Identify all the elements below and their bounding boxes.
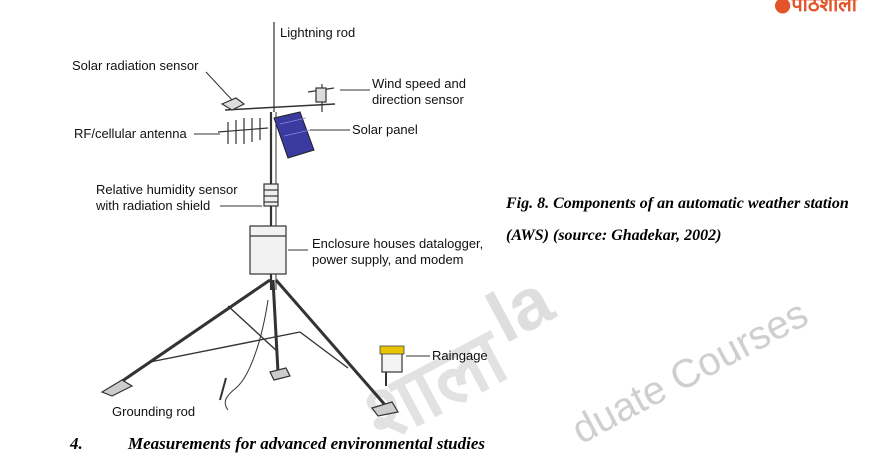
section-number: 4.: [70, 434, 83, 453]
label-enclosure-2: power supply, and modem: [312, 252, 464, 267]
figure-caption: Fig. 8. Components of an automatic weath…: [506, 195, 849, 244]
tripod-leg-left: [111, 278, 271, 390]
label-grounding-rod: Grounding rod: [112, 404, 196, 419]
tripod-leg-back: [271, 279, 280, 373]
label-wind-sensor-2: direction sensor: [372, 92, 464, 107]
crossarm: [224, 103, 336, 111]
label-humidity-1: Relative humidity sensor: [96, 182, 238, 197]
solar-panel-shape: [273, 111, 315, 159]
label-humidity-2: with radiation shield: [96, 198, 211, 213]
grounding-rod-shape: [219, 377, 227, 401]
label-lightning-rod: Lightning rod: [280, 25, 356, 40]
tripod-leg-right: [274, 279, 388, 407]
brand-logo: ●पाठशाला: [774, 0, 857, 17]
section-title: Measurements for advanced environmental …: [128, 434, 486, 453]
section-heading: 4. Measurements for advanced environmenta…: [70, 434, 485, 454]
solar-radiation-sensor-shape: [220, 97, 246, 111]
raingage-cap: [379, 345, 405, 355]
label-wind-sensor-1: Wind speed and: [372, 76, 466, 91]
label-raingage: Raingage: [432, 348, 488, 363]
wind-sensor-shape: [315, 87, 327, 103]
label-rf-antenna: RF/cellular antenna: [74, 126, 187, 141]
humidity-sensor-shape: [263, 183, 279, 207]
enclosure-shape: [249, 225, 287, 275]
logo-icon: ●: [773, 0, 792, 16]
raingage-body: [381, 351, 403, 373]
label-solar-radiation-sensor: Solar radiation sensor: [72, 58, 199, 73]
label-enclosure-1: Enclosure houses datalogger,: [312, 236, 484, 251]
label-solar-panel: Solar panel: [352, 122, 418, 137]
